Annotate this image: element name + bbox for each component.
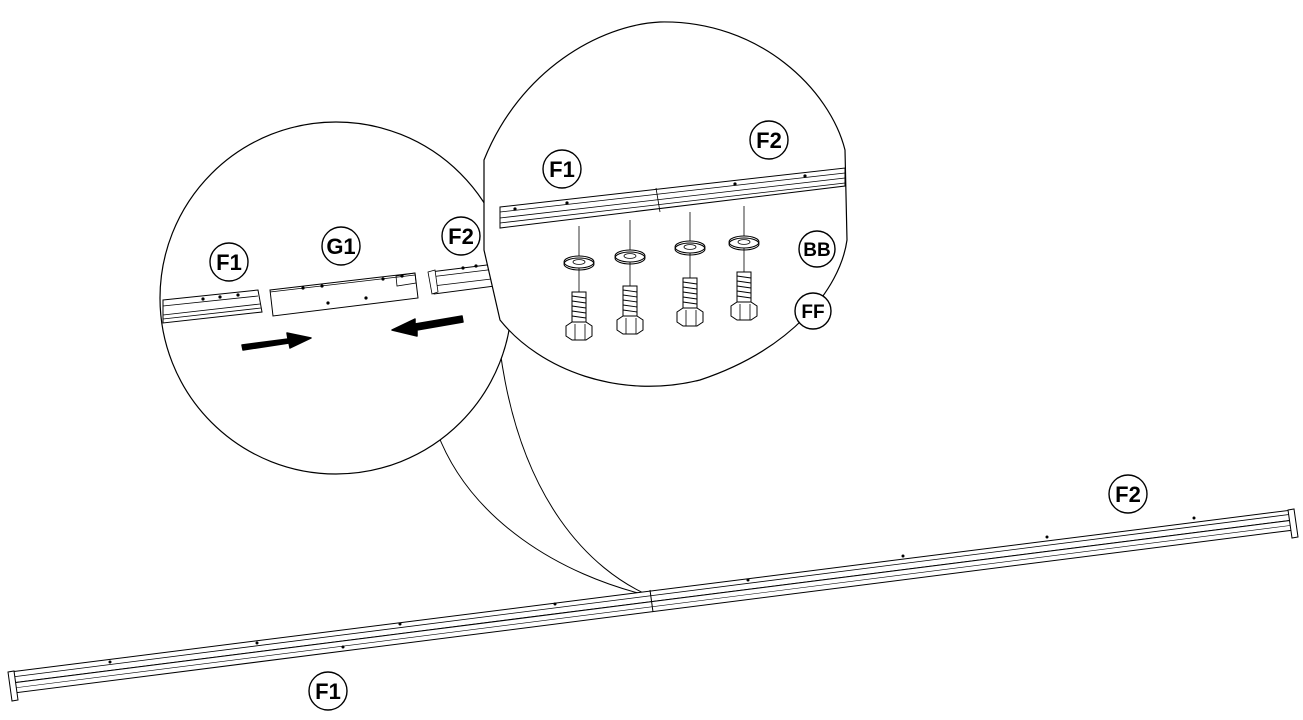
svg-text:F2: F2 [448,224,474,249]
detail-rail-f1 [162,289,263,324]
label-main-f1: F1 [308,671,348,711]
svg-text:F1: F1 [216,250,242,275]
detail-connector-g1 [269,272,419,317]
label-main-f2: F2 [1108,474,1148,514]
label-detail2-f1: F1 [542,149,582,189]
svg-text:G1: G1 [326,234,355,259]
bolt-icon [676,277,704,327]
bolt-icon [565,291,593,341]
callout-line-right [499,349,651,597]
svg-text:F2: F2 [1115,482,1141,507]
label-bolt-ff: FF [794,292,832,330]
detail-rail-joined [499,167,846,229]
washer-icon [614,249,646,265]
label-detail2-f2: F2 [749,120,789,160]
callout-line-left [436,431,651,597]
svg-text:F1: F1 [549,157,575,182]
svg-text:BB: BB [803,240,830,261]
bolt-icon [616,285,644,335]
detail-circle-fasteners: F1 F2 BB FF [483,21,848,387]
label-detail-f1: F1 [209,242,249,282]
bolt-icon [730,271,758,321]
label-detail-f2: F2 [441,216,481,256]
washer-icon [674,240,706,256]
arrow-left-icon [391,315,464,337]
label-washer-bb: BB [798,230,836,268]
washer-icon [563,255,595,271]
svg-text:F2: F2 [756,128,782,153]
svg-text:F1: F1 [315,679,341,704]
arrow-right-icon [241,332,312,351]
svg-text:FF: FF [801,302,824,323]
label-detail-g1: G1 [321,226,361,266]
main-rail-assembly [7,508,1299,702]
washer-icon [728,235,760,251]
